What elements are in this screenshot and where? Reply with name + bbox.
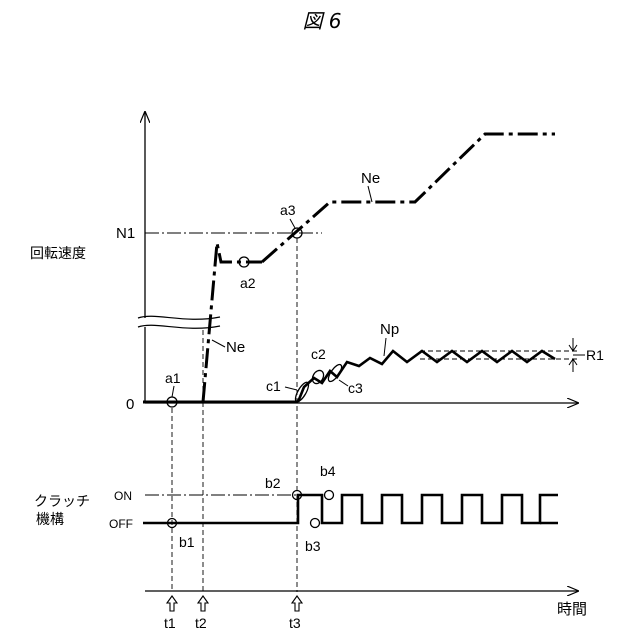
time-arrows: [167, 596, 302, 611]
zero-label: 0: [126, 396, 134, 413]
t1-label: t1: [164, 615, 176, 631]
y-axis-label: 回転速度: [30, 245, 86, 261]
leader-a1: [172, 386, 174, 397]
marker-b4: [325, 491, 334, 500]
label-a1: a1: [165, 370, 181, 386]
np-label: Np: [380, 321, 399, 338]
t2-arrow-icon: [198, 596, 208, 611]
clutch-label-line1: クラッチ: [34, 493, 90, 509]
label-b2: b2: [265, 475, 281, 491]
r1-label: R1: [586, 347, 604, 363]
ne-label-upper-leader: [368, 186, 372, 202]
n1-label: N1: [116, 225, 135, 242]
on-label: ON: [114, 489, 132, 503]
clutch-label-line2: 機構: [36, 511, 64, 527]
clutch-waveform: [143, 495, 558, 523]
label-c2: c2: [311, 346, 326, 362]
ne-label-lower-leader: [212, 340, 225, 347]
t3-label: t3: [289, 615, 301, 631]
leader-a3: [290, 219, 295, 228]
leader-c1: [285, 387, 297, 390]
label-a3: a3: [280, 202, 296, 218]
leader-c3: [339, 380, 348, 386]
t3-arrow-icon: [292, 596, 302, 611]
label-b4: b4: [320, 463, 336, 479]
axis-break-mark-lower: [138, 325, 220, 328]
figure-title: 図 6: [302, 9, 341, 33]
time-axis-label: 時間: [557, 601, 587, 618]
np-label-leader: [384, 338, 386, 356]
axis-break-mark-upper: [138, 316, 220, 319]
label-c1: c1: [266, 378, 281, 394]
label-b1: b1: [179, 534, 195, 550]
ne-label-upper: Ne: [361, 170, 380, 187]
t2-label: t2: [195, 615, 207, 631]
label-c3: c3: [348, 380, 363, 396]
label-b3: b3: [305, 538, 321, 554]
off-label: OFF: [109, 517, 133, 531]
ne-label-lower: Ne: [226, 339, 245, 356]
label-a2: a2: [240, 275, 256, 291]
t1-arrow-icon: [167, 596, 177, 611]
marker-b3: [311, 519, 320, 528]
